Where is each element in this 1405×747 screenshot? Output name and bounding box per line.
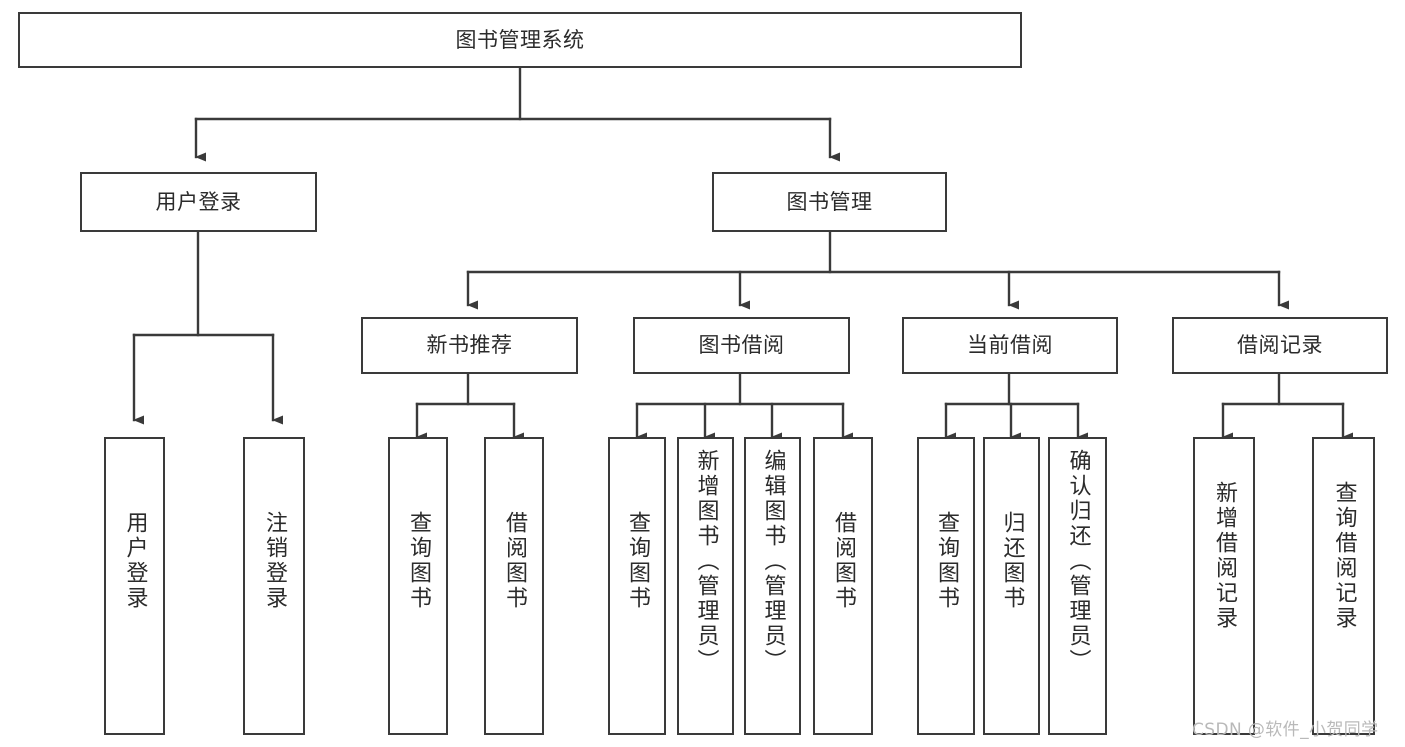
node-borrow-record[interactable]: 借阅记录 bbox=[1172, 317, 1388, 374]
node-label: 用户登录 bbox=[155, 189, 242, 214]
leaf-add-borrow-record[interactable]: 新增借阅记录 bbox=[1193, 437, 1255, 735]
leaf-edit-book[interactable]: 编辑图书（管理员） bbox=[744, 437, 801, 735]
node-label: 新增图书（管理员） bbox=[693, 449, 719, 674]
leaf-logout-login[interactable]: 注销登录 bbox=[243, 437, 305, 735]
node-label: 查询借阅记录 bbox=[1331, 481, 1357, 631]
node-current-borrow[interactable]: 当前借阅 bbox=[902, 317, 1118, 374]
node-label: 图书借阅 bbox=[698, 333, 785, 358]
node-book-borrow[interactable]: 图书借阅 bbox=[633, 317, 850, 374]
node-label: 查询图书 bbox=[625, 511, 650, 611]
node-label: 注销登录 bbox=[262, 511, 287, 611]
node-label: 编辑图书（管理员） bbox=[760, 449, 786, 674]
node-label: 新增借阅记录 bbox=[1212, 481, 1237, 631]
node-label: 查询图书 bbox=[934, 511, 959, 611]
node-user-login[interactable]: 用户登录 bbox=[80, 172, 317, 232]
csdn-watermark: CSDN @软件_小贺同学 bbox=[1192, 720, 1379, 740]
node-label: 查询图书 bbox=[406, 511, 431, 611]
node-root-system[interactable]: 图书管理系统 bbox=[18, 12, 1022, 68]
node-label: 归还图书 bbox=[999, 511, 1025, 611]
leaf-query-book-current[interactable]: 查询图书 bbox=[917, 437, 975, 735]
node-label: 确认归还（管理员） bbox=[1065, 449, 1091, 674]
node-label: 图书管理 bbox=[786, 189, 873, 214]
node-label: 借阅记录 bbox=[1237, 333, 1323, 358]
leaf-query-book-recommend[interactable]: 查询图书 bbox=[388, 437, 448, 735]
leaf-borrow-book-borrow[interactable]: 借阅图书 bbox=[813, 437, 873, 735]
leaf-query-borrow-record[interactable]: 查询借阅记录 bbox=[1312, 437, 1375, 735]
node-label: 用户登录 bbox=[122, 511, 148, 611]
node-label: 图书管理系统 bbox=[455, 27, 585, 52]
leaf-query-book-borrow[interactable]: 查询图书 bbox=[608, 437, 666, 735]
leaf-borrow-book-recommend[interactable]: 借阅图书 bbox=[484, 437, 544, 735]
node-label: 当前借阅 bbox=[967, 333, 1053, 358]
node-label: 新书推荐 bbox=[426, 333, 513, 358]
leaf-add-book[interactable]: 新增图书（管理员） bbox=[677, 437, 734, 735]
node-new-book-recommend[interactable]: 新书推荐 bbox=[361, 317, 578, 374]
node-label: 借阅图书 bbox=[831, 511, 856, 611]
node-label: 借阅图书 bbox=[502, 511, 527, 611]
leaf-confirm-return[interactable]: 确认归还（管理员） bbox=[1048, 437, 1107, 735]
leaf-user-login[interactable]: 用户登录 bbox=[104, 437, 165, 735]
leaf-return-book[interactable]: 归还图书 bbox=[983, 437, 1040, 735]
node-book-manage[interactable]: 图书管理 bbox=[712, 172, 947, 232]
